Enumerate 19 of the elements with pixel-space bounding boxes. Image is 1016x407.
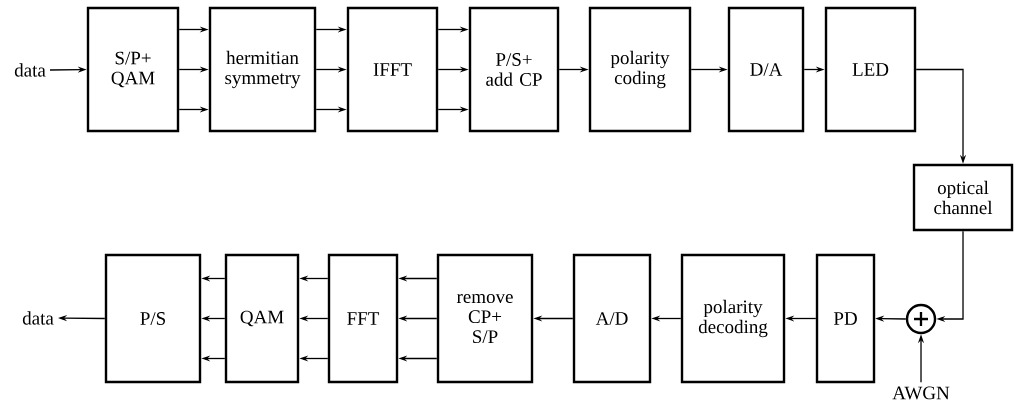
process-box: S/P+ QAM xyxy=(86,6,180,133)
process-box: IFFT xyxy=(346,6,439,133)
process-box: P/S xyxy=(104,253,202,384)
process-box: QAM xyxy=(224,253,300,384)
adder-circle xyxy=(905,303,937,335)
signal-label: data xyxy=(14,63,46,77)
process-box: P/S+ add CP xyxy=(468,6,560,133)
process-box: PD xyxy=(815,253,876,384)
process-box: FFT xyxy=(327,253,399,384)
process-box: LED xyxy=(824,6,917,133)
process-box: D/A xyxy=(727,6,805,133)
process-box: hermitian symmetry xyxy=(208,6,317,133)
signal-label: data xyxy=(22,311,54,325)
process-box: polarity decoding xyxy=(680,253,786,384)
process-box: polarity coding xyxy=(588,6,692,133)
signal-label: AWGN xyxy=(892,386,950,400)
process-box: optical channel xyxy=(912,163,1014,232)
process-box: remove CP+ S/P xyxy=(436,253,534,384)
process-box: A/D xyxy=(572,253,652,384)
